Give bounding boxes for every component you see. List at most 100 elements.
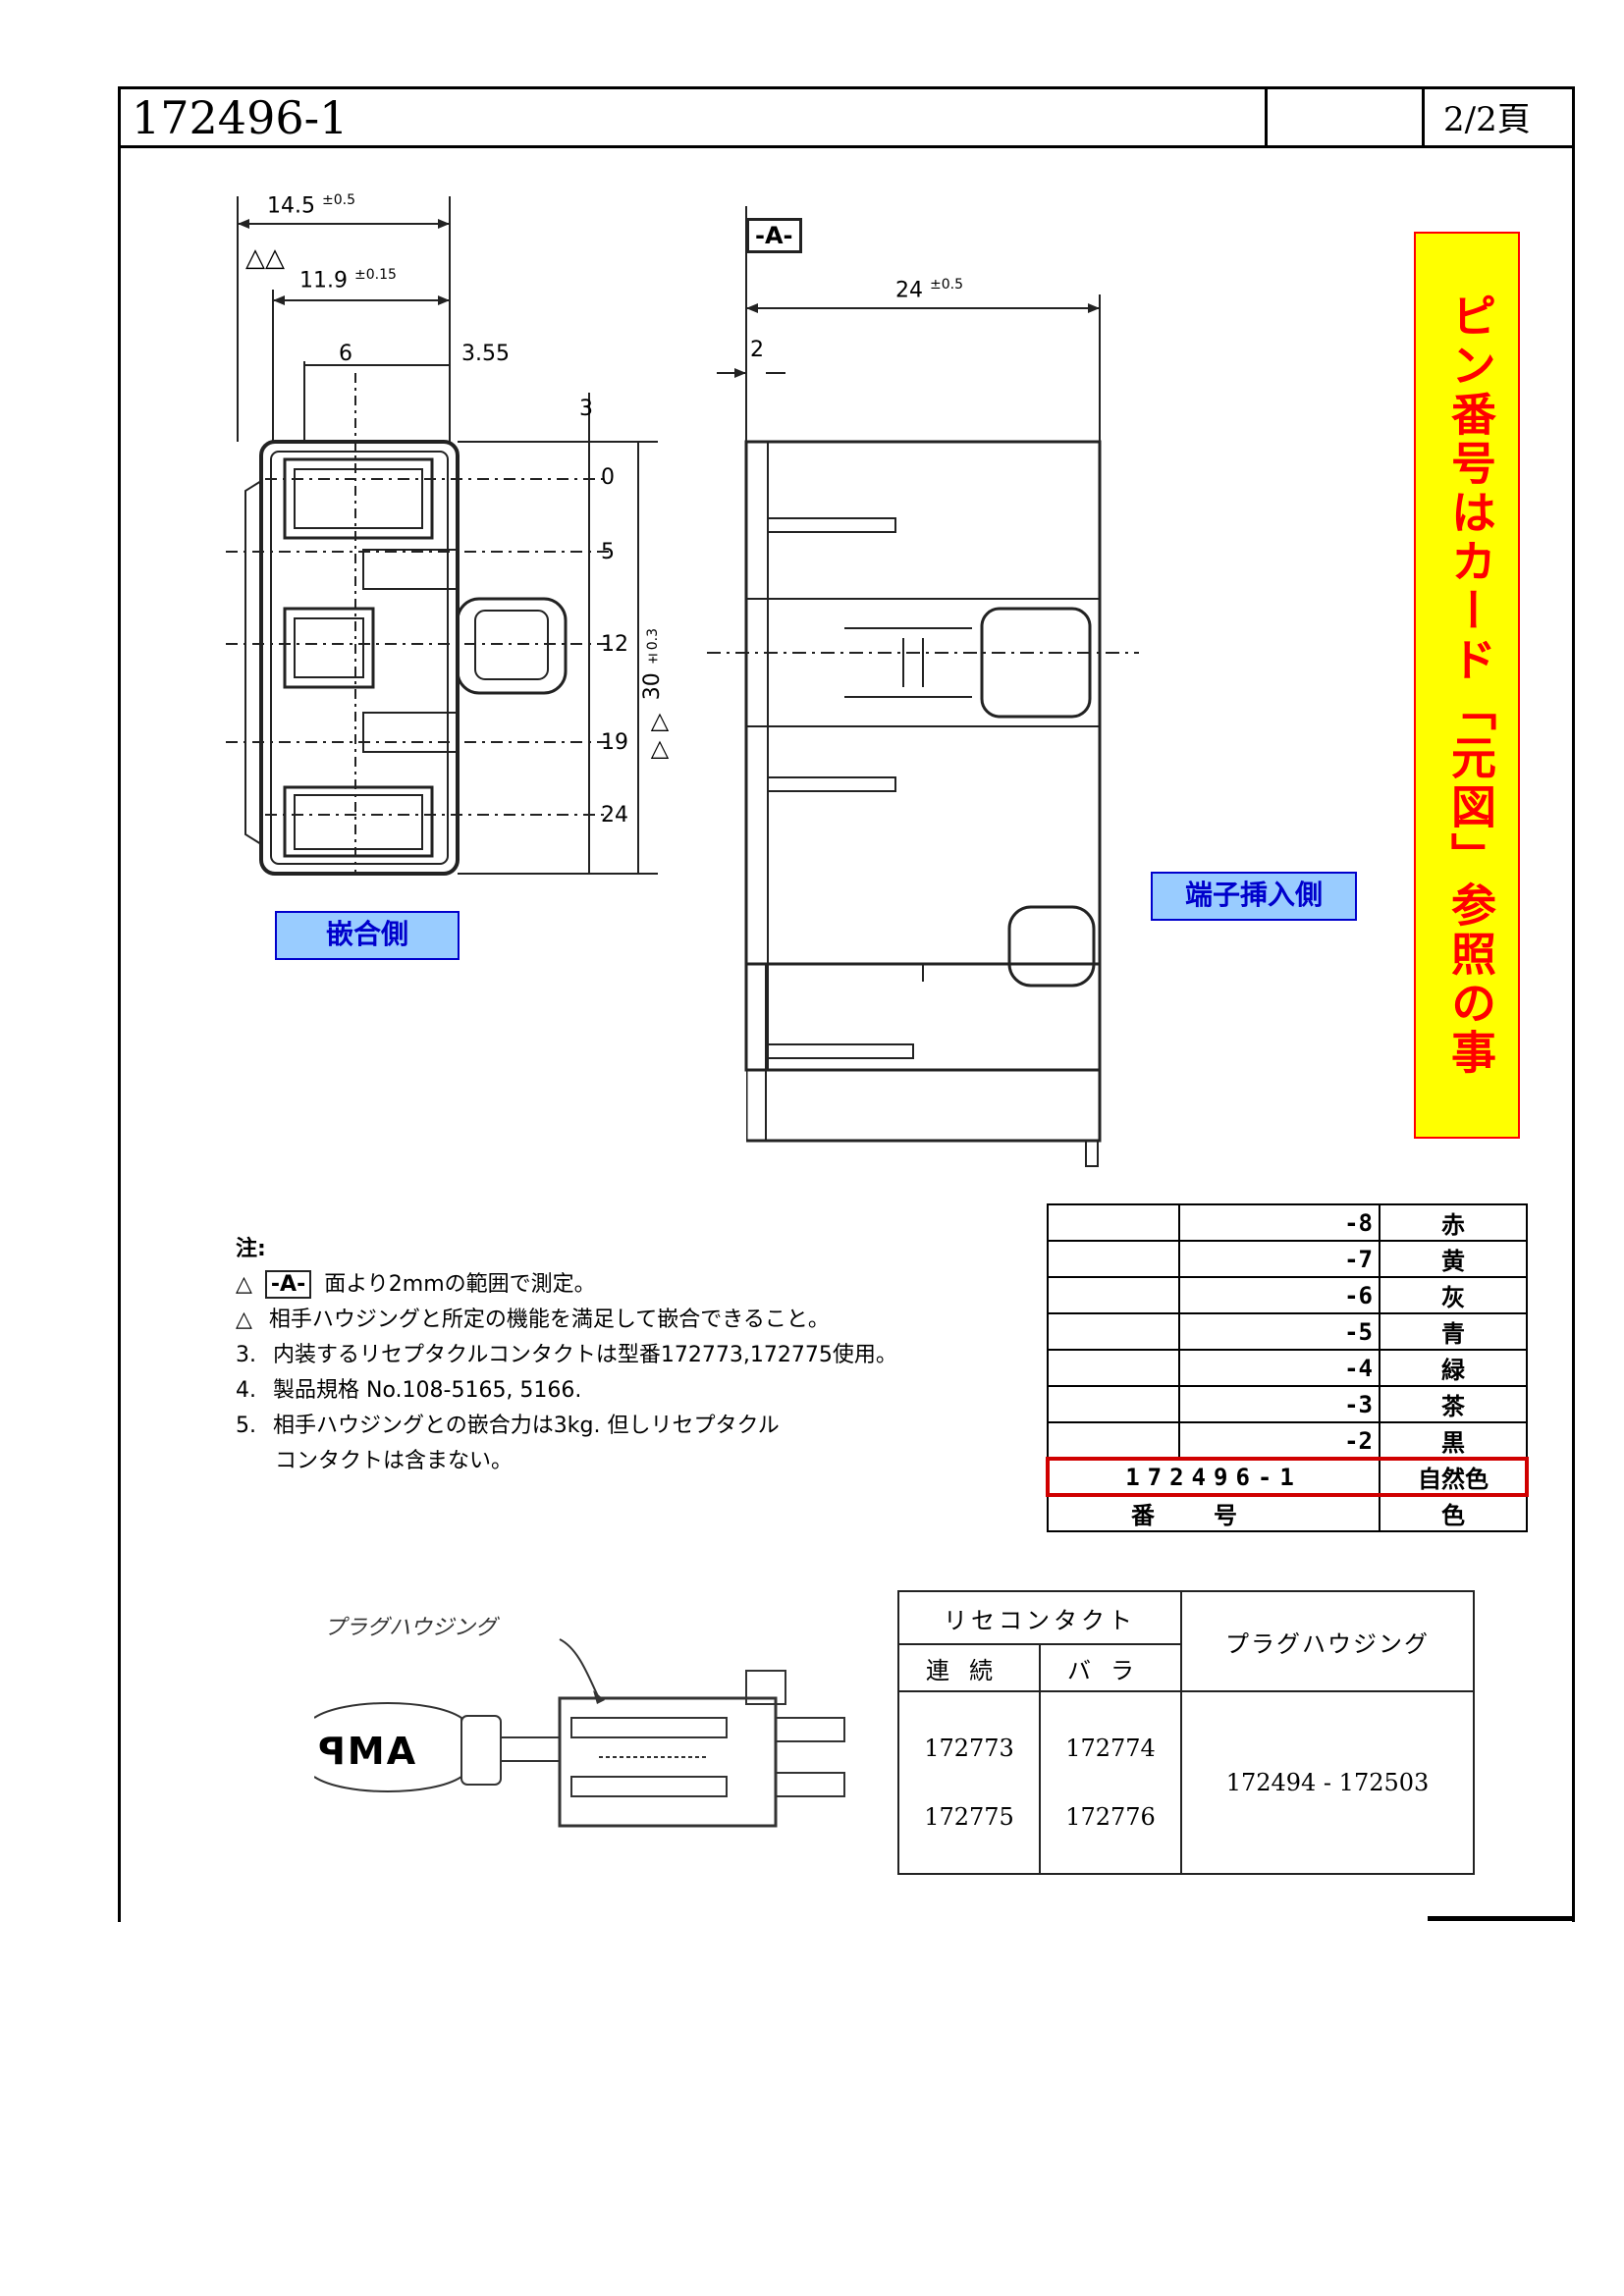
variant-part: -7	[1178, 1240, 1380, 1278]
dim-length-tol: ±0.5	[930, 277, 963, 293]
variant-part: -8	[1178, 1203, 1380, 1242]
variant-color: 茶	[1379, 1385, 1528, 1423]
table-row: -2 黒	[1047, 1421, 1528, 1460]
contact-cell: 172774 172776	[1039, 1690, 1182, 1875]
table-row: 連続 バラ	[897, 1643, 1474, 1692]
variant-part: -2	[1178, 1421, 1380, 1460]
amp-logo: AMP	[316, 1730, 416, 1773]
variant-part: -4	[1178, 1349, 1380, 1387]
dim-row-24: 24	[601, 803, 628, 828]
variant-spacer	[1047, 1276, 1180, 1314]
note-4-marker: 4.	[236, 1378, 256, 1403]
mating-side-label: 嵌合側	[275, 911, 460, 960]
header-sep-1	[1265, 86, 1268, 147]
part-number-title: 172496-1	[132, 91, 349, 144]
contact-row2-loose: 172776	[1065, 1803, 1156, 1831]
top-view-drawing	[746, 905, 1102, 1167]
contact-row1-continuous: 172773	[924, 1735, 1014, 1762]
assembly-illustration	[314, 1638, 845, 1828]
header-divider	[118, 145, 1575, 148]
table-row: リセコンタクト プラグハウジング	[897, 1590, 1475, 1692]
contact-row1-loose: 172774	[1065, 1735, 1156, 1762]
table-row: -5 青	[1047, 1312, 1528, 1351]
page-frame	[118, 86, 1575, 1922]
note-5-cont-text: コンタクトは含まない。	[275, 1449, 514, 1473]
table-row: -7 黄	[1047, 1240, 1528, 1278]
dim-row-19: 19	[601, 730, 628, 755]
variant-spacer	[1047, 1385, 1180, 1423]
note-5-text: 相手ハウジングとの嵌合力は3kg. 但しリセプタクル	[273, 1414, 780, 1438]
table-footer-row: 番号 色	[1047, 1494, 1528, 1532]
housing-range: 172494 - 172503	[1180, 1690, 1475, 1875]
note-2-text: 相手ハウジングと所定の機能を満足して嵌合できること。	[268, 1308, 830, 1332]
height-datum-triangles: △△	[646, 707, 674, 762]
dim-top: 3	[579, 397, 593, 421]
variant-spacer	[1047, 1421, 1180, 1460]
note-1: △ -A- 面より2mmの範囲で測定。	[236, 1266, 596, 1299]
frame-bottom-mark	[1428, 1916, 1575, 1921]
variant-spacer	[1047, 1203, 1180, 1242]
dim-offset: 2	[750, 338, 764, 362]
variant-color: 赤	[1379, 1203, 1528, 1242]
note-2: △ 相手ハウジングと所定の機能を満足して嵌合できること。	[236, 1302, 830, 1333]
dim-row-12: 12	[601, 632, 628, 657]
terminal-insert-side-label: 端子挿入側	[1151, 872, 1357, 921]
page-indicator: 2/2頁	[1443, 100, 1531, 139]
variant-color: 灰	[1379, 1276, 1528, 1314]
table-row: -4 緑	[1047, 1349, 1528, 1387]
col-loose: バラ	[1039, 1643, 1182, 1692]
table-row: -6 灰	[1047, 1276, 1528, 1314]
note-2-marker: △	[236, 1308, 252, 1332]
dim-height: 30 ±0.3	[640, 628, 665, 701]
note-1-marker: △	[236, 1272, 252, 1297]
col-continuous: 連続	[897, 1643, 1041, 1692]
datum-a-box: -A-	[746, 218, 802, 253]
dim-width: 14.5 ±0.5	[267, 192, 355, 219]
contact-row2-continuous: 172775	[924, 1803, 1014, 1831]
note-3: 3. 内装するリセプタクルコンタクトは型番172773,172775使用。	[236, 1337, 897, 1368]
variant-footer-part: 番号	[1047, 1494, 1380, 1532]
variant-spacer	[1047, 1349, 1180, 1387]
notes-heading: 注:	[236, 1237, 266, 1261]
variant-part: -3	[1178, 1385, 1380, 1423]
dim-row-0: 0	[601, 465, 615, 490]
dim-inner: 11.9 ±0.15	[299, 267, 397, 294]
table-row: -3 茶	[1047, 1385, 1528, 1423]
dim-width-tol: ±0.5	[321, 192, 355, 208]
variant-spacer	[1047, 1312, 1180, 1351]
pin-number-callout: ピン番号はカード「元図」参照の事	[1414, 232, 1520, 1139]
note-5-cont: コンタクトは含まない。	[275, 1443, 513, 1474]
variant-spacer	[1047, 1240, 1180, 1278]
variant-color: 緑	[1379, 1349, 1528, 1387]
variant-color-table: -8 赤 -7 黄 -6 灰 -5 青 -4 緑 -3 茶 -2 黒 17249…	[1046, 1203, 1529, 1532]
plug-housing-label: プラグハウジング	[324, 1616, 498, 1640]
table-row-highlighted: 172496-1 自然色	[1046, 1457, 1529, 1497]
header-sep-2	[1422, 86, 1425, 147]
dim-pitch-a: 6	[339, 342, 352, 366]
dim-height-tol: ±0.3	[645, 628, 661, 667]
variant-part-main: 172496-1	[1047, 1458, 1380, 1496]
variant-part: -5	[1178, 1312, 1380, 1351]
variant-color: 黄	[1379, 1240, 1528, 1278]
table-row: 172773 172775 172774 172776 172494 - 172…	[897, 1690, 1475, 1875]
housing-header: プラグハウジング	[1180, 1590, 1475, 1692]
variant-footer-color: 色	[1379, 1494, 1528, 1532]
dim-row-5: 5	[601, 540, 615, 564]
contact-cell: 172773 172775	[897, 1690, 1041, 1875]
front-view-drawing	[226, 196, 658, 876]
note-5-marker: 5.	[236, 1414, 256, 1438]
receptacle-header: リセコンタクト	[897, 1590, 1182, 1645]
note-5: 5. 相手ハウジングとの嵌合力は3kg. 但しリセプタクル	[236, 1408, 780, 1439]
variant-color: 自然色	[1379, 1458, 1528, 1496]
note-4: 4. 製品規格 No.108-5165, 5166.	[236, 1372, 581, 1404]
variant-color: 青	[1379, 1312, 1528, 1351]
table-row: -8 赤	[1047, 1203, 1528, 1242]
dim-inner-tol: ±0.15	[353, 267, 397, 283]
note-4-text: 製品規格 No.108-5165, 5166.	[273, 1378, 582, 1403]
note-1-datum: -A-	[264, 1270, 312, 1299]
note-3-marker: 3.	[236, 1343, 256, 1367]
note-3-text: 内装するリセプタクルコンタクトは型番172773,172775使用。	[273, 1343, 897, 1367]
variant-color: 黒	[1379, 1421, 1528, 1460]
datum-triangles: △△	[245, 243, 285, 273]
variant-part: -6	[1178, 1276, 1380, 1314]
